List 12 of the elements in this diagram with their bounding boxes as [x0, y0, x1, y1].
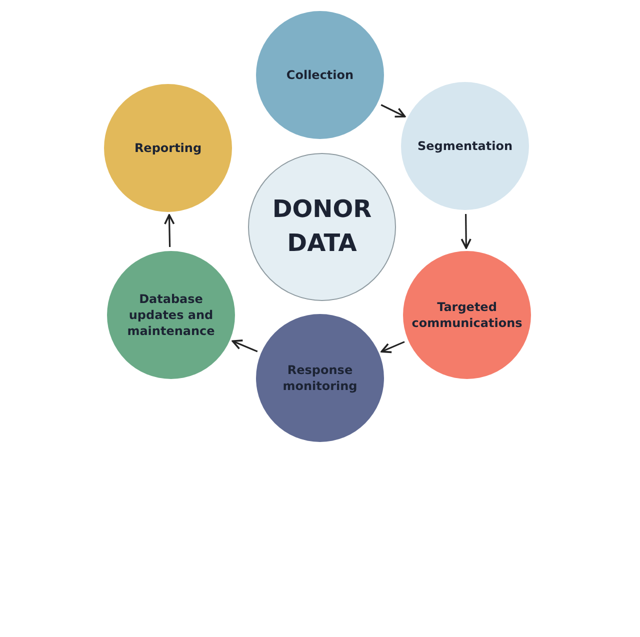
node-label: DONOR DATA	[271, 194, 373, 259]
arrow	[380, 341, 405, 354]
arrow	[164, 214, 175, 248]
arrow	[380, 104, 406, 118]
node-label: Segmentation	[416, 138, 514, 154]
arrow	[460, 214, 472, 249]
node-label: Response monitoring	[282, 362, 358, 394]
arrow	[232, 340, 258, 352]
node-label: Collection	[285, 66, 355, 84]
node-label: Database updates and maintenance	[126, 290, 216, 340]
node-label: Reporting	[133, 140, 203, 156]
node-label: Targeted communications	[410, 298, 524, 332]
